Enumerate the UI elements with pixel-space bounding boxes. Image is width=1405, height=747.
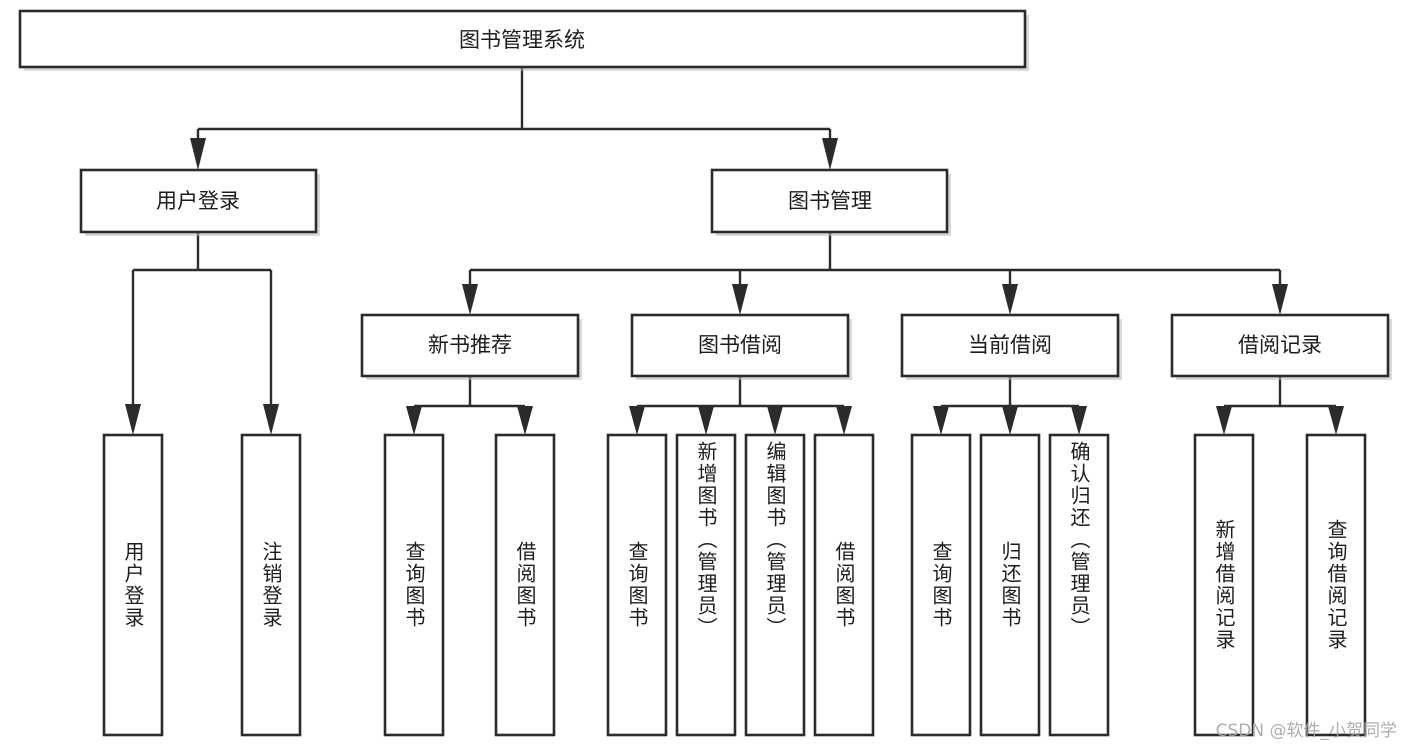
connector-group-book-manage <box>462 232 1288 315</box>
node-user-login-box[interactable] <box>79 168 318 234</box>
node-book-manage-box[interactable] <box>710 168 949 234</box>
leaf-borrow-book-1-box[interactable] <box>494 433 556 737</box>
leaf-confirm-return-box[interactable] <box>1048 433 1110 737</box>
arrow-head-icon <box>517 406 533 435</box>
arrow-head-icon <box>933 406 949 435</box>
arrow-head-icon <box>190 138 206 170</box>
connector-group-new-book-recommend <box>406 376 533 435</box>
arrow-head-icon <box>263 404 279 435</box>
leaf-query-book-1-box[interactable] <box>383 433 445 737</box>
arrow-head-icon <box>406 406 422 435</box>
leaf-add-book-box[interactable] <box>675 433 737 737</box>
leaf-boxes <box>102 433 1367 737</box>
node-nbr-label: 新书推荐 <box>428 333 512 357</box>
connector-group-book-borrow <box>629 376 852 435</box>
arrow-head-icon <box>1002 284 1018 315</box>
node-br-label: 借阅记录 <box>1238 333 1322 357</box>
leaf-return-book-box[interactable] <box>979 433 1041 737</box>
node-nbr-box[interactable] <box>360 313 580 378</box>
leaf-borrow-book-2-box[interactable] <box>813 433 875 737</box>
node-new-book-recommend[interactable]: 新书推荐 <box>360 313 582 380</box>
node-book-manage-label: 图书管理 <box>788 189 872 213</box>
node-cb-label: 当前借阅 <box>968 333 1052 357</box>
node-bb-label: 图书借阅 <box>698 333 782 357</box>
node-book-manage[interactable]: 图书管理 <box>710 168 951 236</box>
leaf-query-book-3-box[interactable] <box>910 433 972 737</box>
arrow-head-icon <box>125 404 141 435</box>
arrow-head-icon <box>1216 406 1232 435</box>
leaf-user-login-box[interactable] <box>102 433 164 737</box>
arrow-head-icon <box>732 284 748 315</box>
arrow-head-icon <box>1272 284 1288 315</box>
arrow-head-icon <box>1328 406 1344 435</box>
leaf-query-record-box[interactable] <box>1305 433 1367 737</box>
connector-group-user-login <box>125 232 279 435</box>
arrow-head-icon <box>629 406 645 435</box>
leaf-query-book-2-box[interactable] <box>606 433 668 737</box>
arrow-head-icon <box>767 406 783 435</box>
node-root-label: 图书管理系统 <box>459 28 585 52</box>
leaf-add-record-box[interactable] <box>1193 433 1255 737</box>
arrow-head-icon <box>1002 406 1018 435</box>
node-root-box[interactable] <box>18 9 1027 69</box>
arrow-head-icon <box>462 284 478 315</box>
node-borrow-record[interactable]: 借阅记录 <box>1170 313 1392 380</box>
arrow-head-icon <box>836 406 852 435</box>
node-bb-box[interactable] <box>630 313 850 378</box>
arrow-head-icon <box>1071 406 1087 435</box>
node-br-box[interactable] <box>1170 313 1390 378</box>
node-cb-box[interactable] <box>900 313 1120 378</box>
node-user-login[interactable]: 用户登录 <box>79 168 320 236</box>
node-root[interactable]: 图书管理系统 <box>18 9 1029 71</box>
node-book-borrow[interactable]: 图书借阅 <box>630 313 852 380</box>
connector-group-borrow-record <box>1216 376 1344 435</box>
leaf-edit-book-box[interactable] <box>744 433 806 737</box>
arrow-head-icon <box>698 406 714 435</box>
node-user-login-label: 用户登录 <box>156 189 240 213</box>
connector-group-current-borrow <box>933 376 1087 435</box>
connector-group-root <box>190 68 838 170</box>
arrow-head-icon <box>822 138 838 170</box>
node-current-borrow[interactable]: 当前借阅 <box>900 313 1122 380</box>
leaf-logout-box[interactable] <box>240 433 302 737</box>
